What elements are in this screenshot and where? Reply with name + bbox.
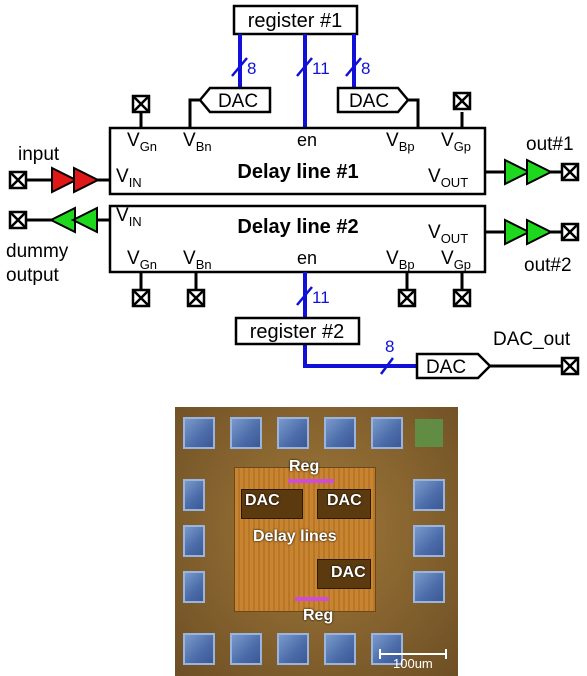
pad-icon	[10, 212, 26, 228]
en-label-1: en	[297, 130, 317, 150]
register-1-label: register #1	[248, 10, 343, 32]
bus-width-bottom-8: 8	[385, 337, 394, 356]
pad-icon	[454, 290, 470, 306]
chip-micrograph: Reg DAC DAC Delay lines DAC Reg 100um	[175, 407, 458, 676]
pad-icon	[562, 358, 578, 374]
bus-lines-top	[232, 34, 361, 128]
pad-icon	[399, 290, 415, 306]
pad-icon	[454, 93, 470, 109]
output-buffer-1b	[527, 160, 551, 184]
bus-width-center: 11	[312, 59, 330, 78]
pad-icon	[562, 164, 578, 180]
bond-pad	[413, 479, 445, 511]
dac-left-label: DAC	[218, 91, 258, 112]
bond-pad	[230, 417, 262, 449]
output-buffer-2b	[527, 220, 551, 244]
dac-right-label: DAC	[349, 91, 389, 112]
out2-label: out#2	[524, 255, 572, 276]
micro-dac-bottom: DAC	[331, 564, 366, 582]
bond-pad	[183, 525, 205, 557]
bond-pad	[413, 571, 445, 603]
dummy-label-line1: dummy	[6, 241, 69, 262]
dummy-buffer-2	[73, 208, 97, 232]
bus-width-right: 8	[361, 59, 370, 78]
reg-bottom-stripe	[295, 597, 329, 601]
scale-bar	[379, 653, 447, 655]
register-2-label: register #2	[250, 321, 345, 343]
micro-dac-right: DAC	[327, 492, 362, 510]
input-label: input	[18, 144, 60, 165]
dac-bottom-label: DAC	[426, 357, 466, 378]
delay-line-1-label: Delay line #1	[237, 161, 358, 183]
schematic-diagram: register #1 8 11 8 DAC DAC Delay line #1…	[0, 0, 587, 400]
pad-icon	[562, 224, 578, 240]
pad-icon	[10, 172, 26, 188]
delay-line-2-label: Delay line #2	[237, 216, 358, 238]
reg-top-stripe	[288, 479, 334, 483]
bond-pad	[183, 479, 205, 511]
scale-label: 100um	[393, 656, 433, 671]
dummy-label-line2: output	[6, 265, 60, 286]
input-buffer-1	[52, 168, 76, 192]
pad-icon	[133, 96, 149, 112]
bond-pad	[183, 633, 215, 665]
micro-dac-left: DAC	[245, 492, 280, 510]
output-buffer-1a	[505, 160, 529, 184]
en-label-2: en	[297, 248, 317, 268]
pad-icon	[188, 290, 204, 306]
pad-icon	[133, 290, 149, 306]
bond-pad	[324, 417, 356, 449]
input-buffer-2	[74, 168, 98, 192]
dac-out-label: DAC_out	[493, 329, 571, 350]
bond-pad	[277, 417, 309, 449]
micro-delay-lines: Delay lines	[253, 528, 337, 546]
micro-reg-bottom: Reg	[303, 607, 333, 625]
bond-pad	[183, 417, 215, 449]
bond-pad	[413, 525, 445, 557]
output-buffer-2a	[505, 220, 529, 244]
bus-width-left: 8	[247, 59, 256, 78]
micro-reg-top: Reg	[289, 458, 319, 476]
logo-mark	[415, 419, 443, 447]
bond-pad	[371, 417, 403, 449]
bus-width-bottom-11: 11	[312, 288, 330, 307]
bond-pad	[230, 633, 262, 665]
bond-pad	[324, 633, 356, 665]
bond-pad	[277, 633, 309, 665]
bond-pad	[183, 571, 205, 603]
out1-label: out#1	[526, 134, 574, 155]
